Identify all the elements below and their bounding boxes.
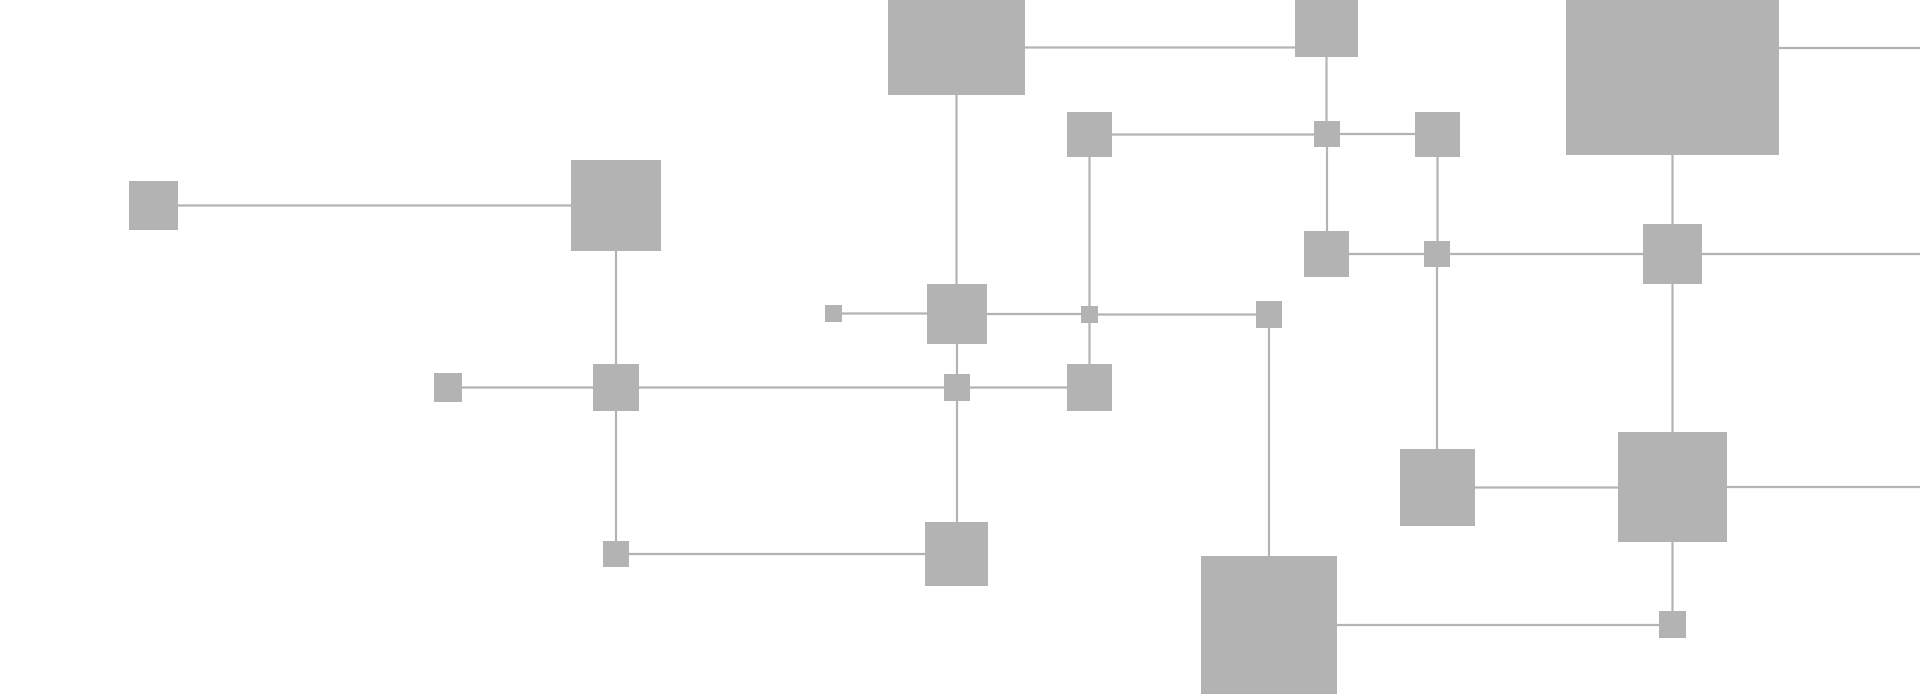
diagram-node (944, 374, 970, 401)
diagram-node (1314, 121, 1340, 147)
diagram-node (1295, 0, 1358, 57)
diagram-node (1424, 241, 1450, 267)
diagram-node (434, 373, 462, 402)
diagram-node (1067, 364, 1112, 411)
diagram-node (1256, 301, 1282, 328)
diagram-node (1659, 611, 1686, 638)
diagram-node (1081, 306, 1098, 323)
diagram-node (603, 541, 629, 567)
diagram-node (888, 0, 1025, 95)
diagram-node (1415, 112, 1460, 157)
diagram-node (1618, 432, 1727, 542)
diagram-node (1400, 449, 1475, 526)
diagram-node (1201, 556, 1337, 694)
diagram-node (129, 181, 178, 230)
diagram-node (927, 284, 987, 344)
diagram-node (593, 364, 639, 411)
diagram-node (825, 305, 842, 322)
diagram-node (1566, 0, 1779, 155)
diagram-node (1067, 112, 1112, 157)
diagram-node (1643, 224, 1702, 284)
diagram-node (925, 522, 988, 586)
diagram-node (571, 160, 661, 251)
diagram-node (1304, 231, 1349, 277)
